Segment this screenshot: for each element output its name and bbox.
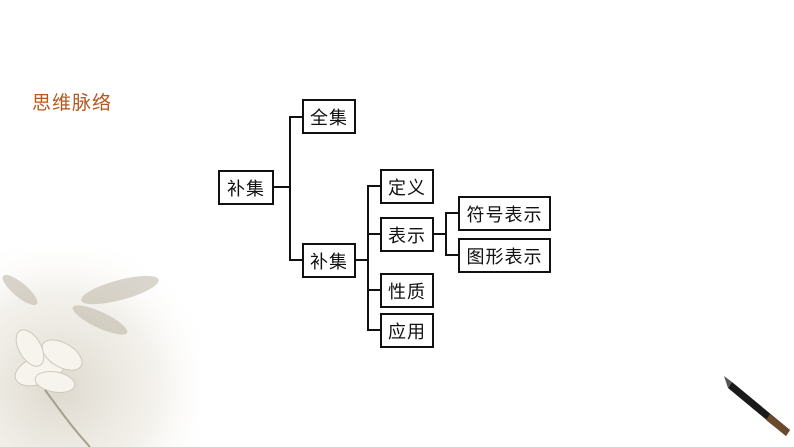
node-complement: 补集 — [302, 243, 356, 278]
brush-pen-decoration — [724, 376, 790, 436]
section-heading: 思维脉络 — [32, 92, 113, 114]
root-node-complement: 补集 — [218, 170, 274, 205]
node-application: 应用 — [380, 313, 434, 348]
lotus-painting-decoration — [0, 250, 200, 447]
node-graphical-representation: 图形表示 — [458, 238, 551, 273]
node-universal-set: 全集 — [302, 99, 356, 134]
node-properties: 性质 — [380, 273, 434, 308]
node-definition: 定义 — [380, 169, 434, 204]
node-symbolic-representation: 符号表示 — [458, 196, 551, 231]
node-representation: 表示 — [380, 217, 434, 252]
